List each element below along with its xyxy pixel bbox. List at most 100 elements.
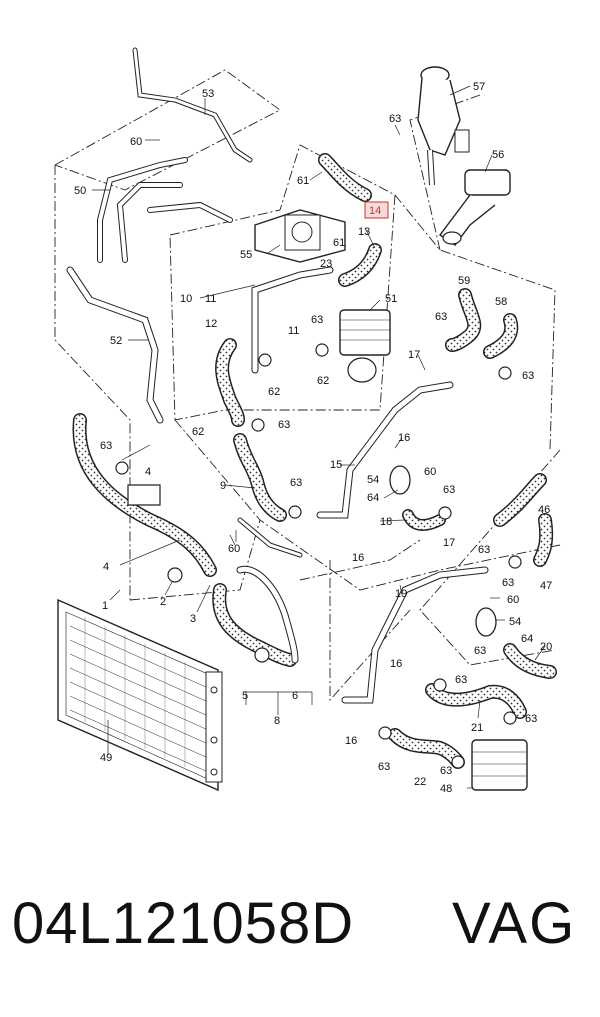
callout-54: 54: [367, 474, 379, 486]
callout-1: 1: [102, 600, 108, 612]
callout-56: 56: [492, 149, 504, 161]
clamp: [258, 353, 272, 367]
callout-13: 13: [358, 226, 370, 238]
callout-16: 16: [345, 735, 357, 747]
clamp: [451, 755, 465, 769]
clamp: [438, 506, 452, 520]
clamp: [288, 505, 302, 519]
callout-3: 3: [190, 613, 196, 625]
clamp: [508, 555, 522, 569]
callout-48: 48: [440, 783, 452, 795]
callout-63: 63: [378, 761, 390, 773]
callout-11: 11: [205, 293, 216, 305]
callout-4: 4: [145, 466, 151, 478]
callout-8: 8: [274, 715, 280, 727]
callout-63: 63: [474, 645, 486, 657]
bracket-4: [127, 484, 161, 506]
o-ring: [167, 567, 183, 583]
clamp: [498, 366, 512, 380]
callout-18: 18: [380, 516, 392, 528]
callout-57: 57: [473, 81, 485, 93]
callout-61: 61: [333, 237, 345, 249]
oil-cooler-48: [471, 739, 528, 791]
callout-52: 52: [110, 335, 122, 347]
callout-10: 10: [180, 293, 192, 305]
callout-14: 14: [369, 205, 381, 217]
callout-16: 16: [398, 432, 410, 444]
callout-5: 5: [242, 690, 248, 702]
callout-23: 23: [320, 258, 332, 270]
caption: 04L121058D VAG: [0, 890, 600, 980]
callout-55: 55: [240, 249, 252, 261]
part-number: 04L121058D: [12, 891, 355, 956]
callout-51: 51: [385, 293, 397, 305]
callout-63: 63: [290, 477, 302, 489]
callout-58: 58: [495, 296, 507, 308]
callout-2: 2: [160, 596, 166, 608]
callout-63: 63: [502, 577, 514, 589]
callout-63: 63: [278, 419, 290, 431]
thermostat-56: [438, 169, 511, 246]
clamp: [315, 343, 329, 357]
clamp: [433, 678, 447, 692]
callout-49: 49: [100, 752, 112, 764]
clamp: [251, 418, 265, 432]
callout-63: 63: [522, 370, 534, 382]
valve-54-upper: [389, 465, 411, 495]
callouts: 57 53 63 60 61 56 50 14 61 13 55 23 59 5…: [74, 81, 552, 795]
egr-cooler-55: [254, 209, 346, 263]
cooling-system-exploded-diagram: 57 53 63 60 61 56 50 14 61 13 55 23 59 5…: [54, 47, 561, 795]
clamp: [115, 461, 129, 475]
callout-60: 60: [507, 594, 519, 606]
o-ring: [254, 647, 270, 663]
clamp: [503, 711, 517, 725]
callout-63: 63: [311, 314, 323, 326]
valve-54-lower: [475, 607, 497, 637]
callout-12: 12: [205, 318, 217, 330]
callout-63: 63: [435, 311, 447, 323]
callout-63: 63: [440, 765, 452, 777]
callout-17: 17: [443, 537, 455, 549]
group-frames: [54, 69, 561, 702]
callout-11: 11: [288, 325, 299, 337]
callout-17: 17: [408, 349, 420, 361]
callout-63: 63: [389, 113, 401, 125]
leader-lines: [92, 85, 546, 789]
callout-6: 6: [292, 690, 298, 702]
callout-9: 9: [220, 480, 226, 492]
callout-22: 22: [414, 776, 426, 788]
callout-62: 62: [317, 375, 329, 387]
callout-19: 19: [395, 588, 407, 600]
components: [115, 66, 528, 791]
callout-47: 47: [540, 580, 552, 592]
clamp: [378, 726, 392, 740]
callout-16: 16: [352, 552, 364, 564]
callout-60: 60: [130, 136, 142, 148]
callout-16: 16: [390, 658, 402, 670]
callout-60: 60: [424, 466, 436, 478]
callout-64: 64: [367, 492, 379, 504]
callout-59: 59: [458, 275, 470, 287]
callout-62: 62: [268, 386, 280, 398]
callout-63: 63: [525, 713, 537, 725]
callout-63: 63: [455, 674, 467, 686]
pipes: [66, 47, 489, 704]
callout-62: 62: [192, 426, 204, 438]
callout-63: 63: [478, 544, 490, 556]
callout-61: 61: [297, 175, 309, 187]
callout-63: 63: [443, 484, 455, 496]
brand-label: VAG: [452, 891, 577, 956]
callout-60: 60: [228, 543, 240, 555]
pipe-15: [316, 381, 454, 519]
pump-51: [339, 309, 391, 383]
callout-54: 54: [509, 616, 521, 628]
callout-53: 53: [202, 88, 214, 100]
callout-63: 63: [100, 440, 112, 452]
callout-21: 21: [471, 722, 483, 734]
callout-64: 64: [521, 633, 533, 645]
callout-4: 4: [103, 561, 109, 573]
callout-46: 46: [538, 504, 550, 516]
radiator-49: [57, 598, 223, 792]
callout-14-highlight-box: [364, 201, 389, 219]
callout-15: 15: [330, 459, 342, 471]
